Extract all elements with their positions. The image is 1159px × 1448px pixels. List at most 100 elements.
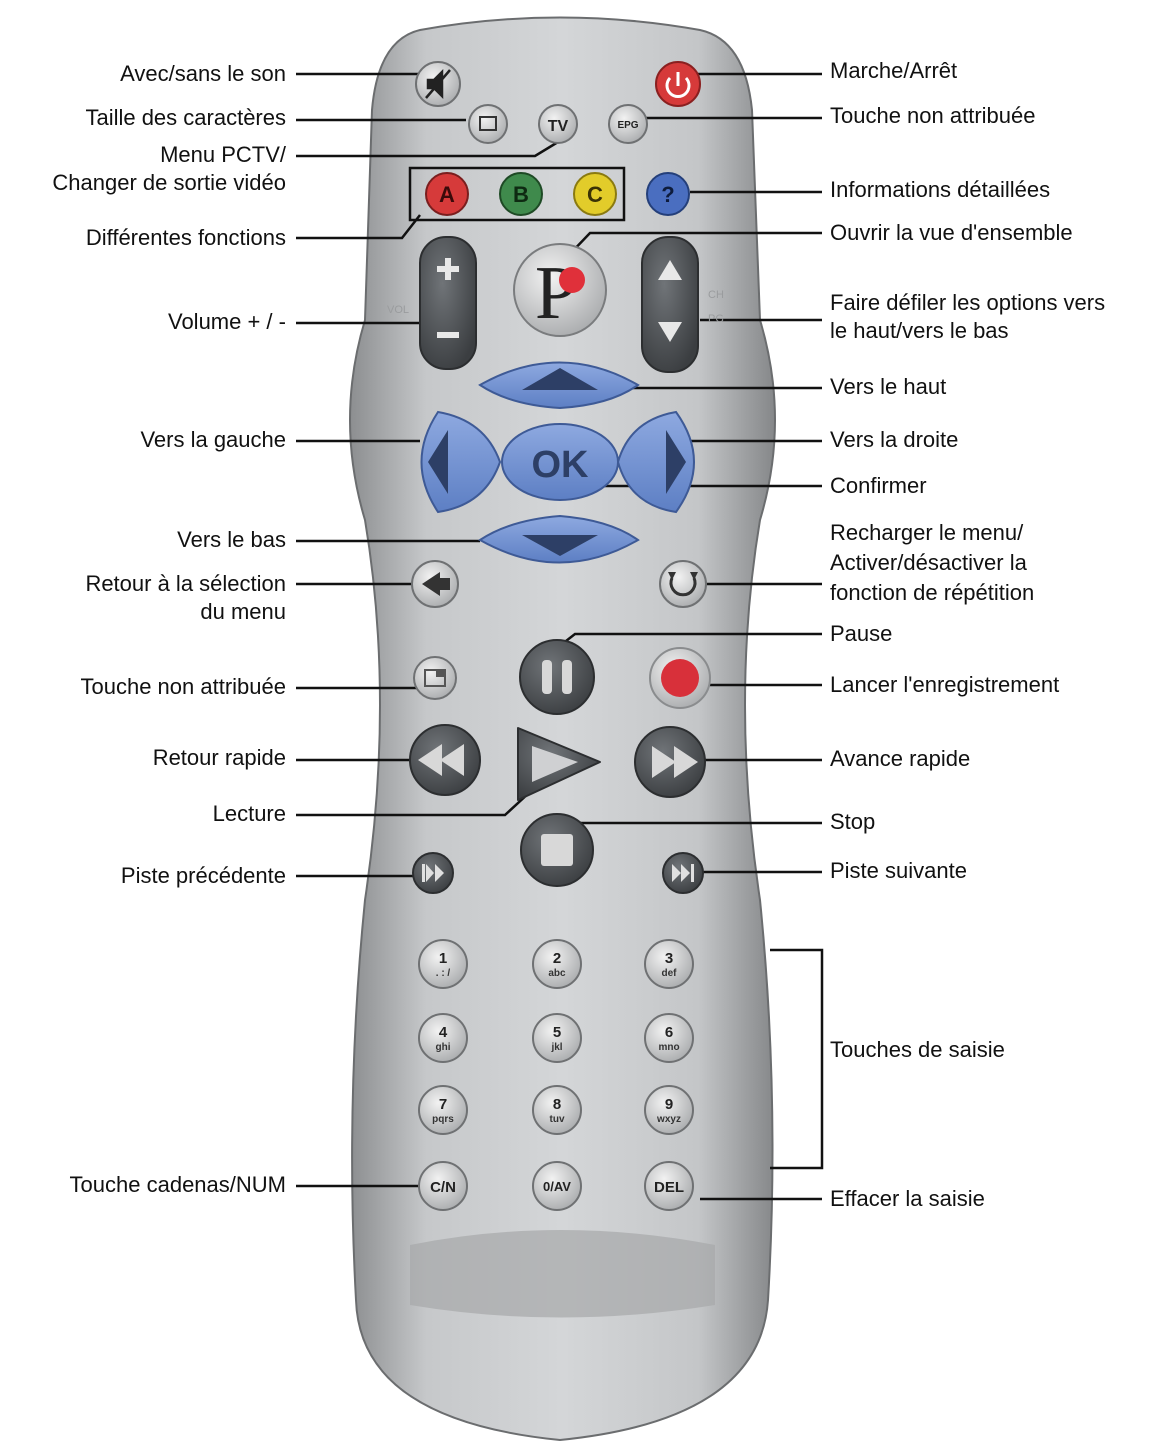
label-reload-line3: fonction de répétition [830,580,1035,605]
arrow-left-icon [422,572,450,596]
key-digit: 9 [665,1096,673,1113]
reload-button[interactable] [659,560,707,608]
label-back-line2: du menu [200,599,286,624]
rewind-button[interactable] [409,724,481,796]
pause-icon [542,660,552,694]
label-channel-line2: le haut/vers le bas [830,318,1009,343]
right-button[interactable] [616,410,695,514]
left-button[interactable] [420,410,502,514]
delete-button[interactable]: DEL [644,1161,694,1211]
label-functions: Différentes fonctions [85,225,286,250]
a-label: A [439,182,455,207]
function-b-button[interactable]: B [499,172,543,216]
help-label: ? [661,182,674,207]
key-digit: 4 [439,1024,448,1041]
next-track-button[interactable] [662,852,704,894]
label-left: Vers la gauche [140,427,286,452]
volume-rocker[interactable] [419,236,477,370]
label-reload-line2: Activer/désactiver la [830,550,1027,575]
cn-label: C/N [430,1179,456,1196]
remote-body [349,16,776,1442]
label-lock-num: Touche cadenas/NUM [69,1172,286,1197]
label-stop: Stop [830,809,876,834]
chevron-up-icon [658,260,682,280]
window-icon [424,669,446,687]
pause-button[interactable] [519,639,595,715]
key-letters: . : / [436,968,451,979]
ok-button[interactable]: OK [501,423,619,501]
label-pctv-menu-line1: Menu PCTV/ [160,142,286,167]
tv-label: TV [548,118,569,135]
unassigned-button[interactable] [413,656,457,700]
function-a-button[interactable]: A [425,172,469,216]
repeat-icon [669,577,697,597]
b-label: B [513,182,529,207]
power-icon [665,72,691,98]
back-button[interactable] [411,560,459,608]
mute-button[interactable] [415,61,461,107]
key-letters: wxyz [656,1114,681,1125]
label-channel: Faire défiler les options vers le haut/v… [830,289,1155,345]
epg-label: EPG [617,120,638,131]
label-pause: Pause [830,621,893,646]
logo-label: P [535,251,577,335]
ch-label: CH [708,289,724,301]
zero-av-label: 0/AV [543,1179,571,1194]
fast-forward-button[interactable] [634,726,706,798]
key-letters: pqrs [432,1114,454,1125]
label-prev-track: Piste précédente [120,863,286,888]
function-c-button[interactable]: C [573,172,617,216]
del-label: DEL [654,1179,684,1196]
text-size-icon [479,116,497,131]
label-down: Vers le bas [177,527,286,552]
label-power: Marche/Arrêt [830,58,958,83]
info-button[interactable]: ? [646,172,690,216]
key-letters: def [662,968,678,979]
fast-forward-icon [652,746,698,778]
logo-dot [559,267,585,293]
key-letters: abc [548,968,566,979]
label-rewind: Retour rapide [152,745,286,770]
label-unassigned-1: Touche non attribuée [830,103,1036,128]
label-delete: Effacer la saisie [830,1186,985,1211]
c-label: C [587,182,603,207]
key-letters: tuv [550,1114,565,1125]
epg-button[interactable]: EPG [608,104,648,144]
ok-label: OK [532,444,590,486]
overview-button[interactable]: P [513,243,607,337]
key-letters: jkl [550,1042,562,1053]
key-1-button[interactable]: 1. : / [418,939,468,989]
zero-av-button[interactable]: 0/AV [532,1161,582,1211]
arrow-up-icon [522,368,598,390]
key-digit: 7 [439,1096,447,1113]
skip-back-icon [422,864,444,882]
up-button[interactable] [478,361,640,410]
lock-num-button[interactable]: C/N [418,1161,468,1211]
label-mute: Avec/sans le son [120,61,286,86]
tv-button[interactable]: TV [538,104,578,144]
key-letters: ghi [436,1042,451,1053]
stop-button[interactable] [520,813,594,887]
channel-rocker[interactable] [641,236,699,373]
record-button[interactable] [649,647,711,709]
label-up: Vers le haut [830,374,947,399]
power-button[interactable] [655,61,701,107]
play-button[interactable] [517,727,601,801]
arrow-right-icon [666,430,686,494]
down-button[interactable] [478,514,640,564]
remote-bottom-panel [410,1230,715,1318]
key-digit: 8 [553,1096,561,1113]
stop-icon [541,834,573,866]
label-reload-line1: Recharger le menu/ [830,520,1024,545]
font-size-button[interactable] [468,104,508,144]
previous-track-button[interactable] [412,852,454,894]
